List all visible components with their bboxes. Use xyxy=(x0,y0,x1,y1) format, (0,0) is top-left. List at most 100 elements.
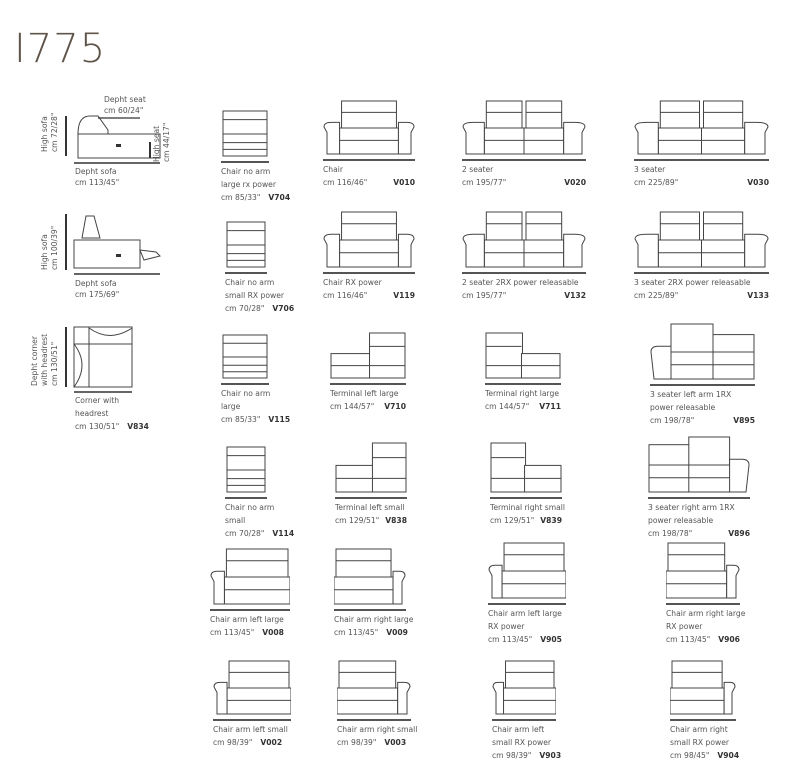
width-line xyxy=(492,719,556,721)
product-name: 2 seater 2RX power releasable xyxy=(462,278,579,287)
product-name: large xyxy=(221,402,241,411)
product-v838: Terminal left small cm 129/51" V838 xyxy=(335,442,407,527)
width-line xyxy=(634,272,769,274)
seat3L-drawing xyxy=(650,323,755,380)
width-line xyxy=(225,272,267,274)
product-code: V010 xyxy=(393,178,415,187)
product-name: Chair arm right large xyxy=(666,609,746,618)
armL-drawing xyxy=(488,542,566,599)
noarm-drawing xyxy=(222,334,268,379)
product-name: small xyxy=(225,516,246,525)
product-dimension: cm 144/57" xyxy=(485,402,530,411)
model-title: I775 xyxy=(14,26,107,72)
product-dimension: cm 113/45" xyxy=(334,628,379,637)
product-code: V114 xyxy=(272,529,295,538)
product-name: small RX power xyxy=(670,738,730,747)
termL-drawing xyxy=(330,332,406,379)
width-line xyxy=(330,383,406,385)
width-line xyxy=(490,497,562,499)
product-name: Chair arm left small xyxy=(213,725,288,734)
product-name: Terminal left small xyxy=(335,503,405,512)
width-line xyxy=(666,603,740,605)
product-name: Chair arm left xyxy=(492,725,545,734)
width-line xyxy=(670,719,736,721)
product-dimension: cm 225/89" xyxy=(634,178,679,187)
product-dimension: cm 70/28" xyxy=(225,304,265,313)
product-dimension: cm 198/78" xyxy=(648,529,693,538)
product-code: V706 xyxy=(272,304,295,313)
product-dimension: cm 85/33" xyxy=(221,415,261,424)
armR-drawing xyxy=(334,548,406,605)
product-name: RX power xyxy=(488,622,525,631)
chair-drawing xyxy=(323,100,415,155)
width-line xyxy=(485,383,561,385)
armL-drawing xyxy=(210,548,290,605)
product-name: power releasable xyxy=(648,516,714,525)
noarm-drawing xyxy=(222,110,268,157)
product-code: V030 xyxy=(747,178,769,187)
width-line xyxy=(221,161,269,163)
product-name: Chair arm right xyxy=(670,725,728,734)
product-name: large rx power xyxy=(221,180,276,189)
product-name: Chair no arm xyxy=(221,167,271,176)
product-name: Chair arm left large xyxy=(210,615,284,624)
product-dimension: cm 198/78" xyxy=(650,416,695,425)
product-dimension: cm 116/46" xyxy=(323,178,368,187)
product-dimension: cm 98/39" xyxy=(337,738,377,747)
width-line xyxy=(650,384,755,386)
product-dimension: cm 98/45" xyxy=(670,751,710,760)
product-name: Chair no arm xyxy=(225,503,275,512)
product-code: V119 xyxy=(393,291,415,300)
product-dimension: cm 98/39" xyxy=(492,751,532,760)
product-name: small RX power xyxy=(492,738,552,747)
product-dimension: cm 70/28" xyxy=(225,529,265,538)
termR-drawing xyxy=(485,332,561,379)
width-line xyxy=(323,159,415,161)
noarm-drawing xyxy=(226,221,266,268)
width-line xyxy=(462,159,586,161)
product-code: V838 xyxy=(385,516,407,525)
product-name: small RX power xyxy=(225,291,285,300)
product-code: V904 xyxy=(717,751,740,760)
product-name: Terminal left large xyxy=(330,389,399,398)
product-name: Chair RX power xyxy=(323,278,382,287)
product-code: V003 xyxy=(384,738,407,747)
armRs-drawing xyxy=(670,660,736,715)
product-caption: Chair no arm small cm 70/28" V114 xyxy=(225,501,294,540)
sofa2-drawing xyxy=(462,211,586,268)
product-code: V002 xyxy=(260,738,283,747)
product-dimension: cm 195/77" xyxy=(462,291,507,300)
armR-drawing xyxy=(666,542,740,599)
product-name: Chair no arm xyxy=(221,389,271,398)
product-name: 3 seater left arm 1RX xyxy=(650,390,732,399)
product-dimension: cm 129/51" xyxy=(335,516,380,525)
product-name: 3 seater xyxy=(634,165,666,174)
product-dimension: cm 113/45" xyxy=(488,635,533,644)
